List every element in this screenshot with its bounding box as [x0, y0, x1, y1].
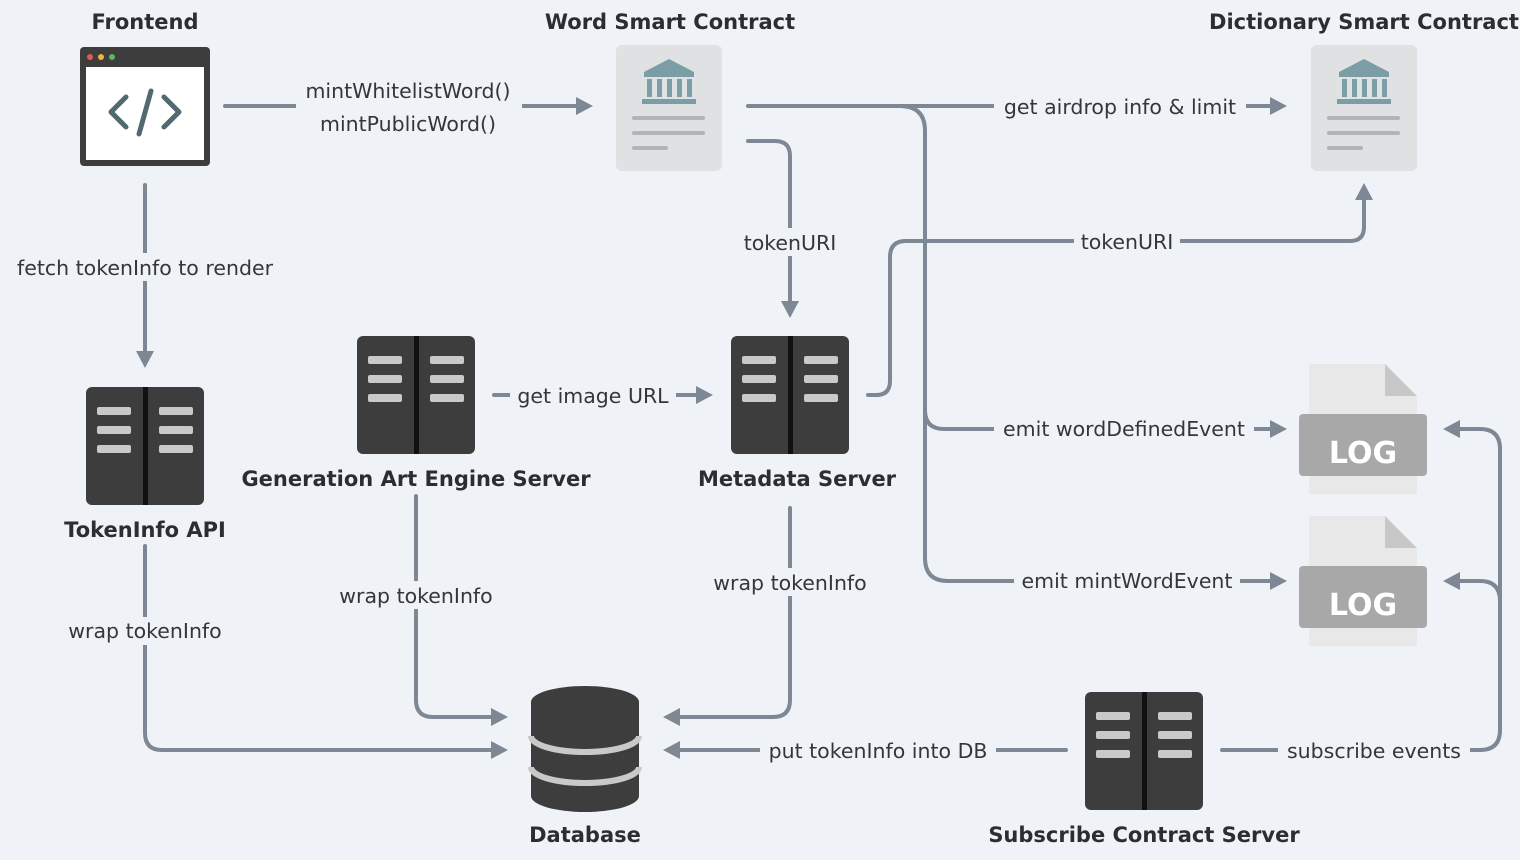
metadata-server-title: Metadata Server: [698, 467, 897, 491]
arrowhead: [576, 97, 593, 115]
label-mint-public: mintPublicWord(): [320, 112, 496, 136]
label-wrap-tokeninfo-api: wrap tokenInfo: [68, 619, 221, 643]
arrowhead: [491, 708, 508, 726]
arrowhead: [136, 351, 154, 368]
edge-tokeninfo-api-to-database: [143, 544, 497, 752]
edge-subscribe-to-logs: [1220, 427, 1502, 752]
log-file-icon: [1299, 516, 1427, 646]
arrowhead: [1355, 183, 1373, 200]
arrowhead: [491, 741, 508, 759]
database-title: Database: [529, 823, 641, 847]
node-metadata-server: Metadata Server: [698, 336, 897, 491]
tokeninfo-api-title: TokenInfo API: [64, 518, 226, 542]
arrowhead: [1270, 420, 1287, 438]
edge-metadata-to-dictionary: [866, 194, 1366, 397]
label-token-uri-dict: tokenURI: [1081, 230, 1174, 254]
server-icon: [1085, 692, 1203, 810]
subscribe-server-title: Subscribe Contract Server: [988, 823, 1300, 847]
label-airdrop: get airdrop info & limit: [1004, 95, 1236, 119]
log-label: LOG: [1329, 436, 1397, 471]
label-wrap-tokeninfo-metadata: wrap tokenInfo: [713, 571, 866, 595]
label-emit-mint-word: emit mintWordEvent: [1022, 569, 1233, 593]
node-art-engine: Generation Art Engine Server: [241, 336, 591, 491]
arrowhead: [663, 741, 680, 759]
contract-icon: [1311, 45, 1417, 171]
label-wrap-tokeninfo-art: wrap tokenInfo: [339, 584, 492, 608]
arrowhead: [1270, 97, 1287, 115]
log-file-icon: [1299, 364, 1427, 494]
arrowhead: [781, 301, 799, 318]
label-mint-whitelist: mintWhitelistWord(): [305, 79, 510, 103]
node-database: Database: [528, 686, 642, 847]
dictionary-contract-title: Dictionary Smart Contract: [1209, 10, 1519, 34]
node-word-contract: Word Smart Contract: [545, 10, 795, 171]
label-emit-word-defined: emit wordDefinedEvent: [1003, 417, 1245, 441]
node-subscribe-server: Subscribe Contract Server: [988, 692, 1300, 847]
log-label: LOG: [1329, 588, 1397, 623]
node-log-mint-word: LOG: [1299, 516, 1427, 646]
label-put-tokeninfo: put tokenInfo into DB: [769, 739, 988, 763]
contract-icon: [616, 45, 722, 171]
label-subscribe-events: subscribe events: [1287, 739, 1461, 763]
frontend-title: Frontend: [92, 10, 199, 34]
arrowhead: [1443, 572, 1460, 590]
edge-word-contract-to-metadata: [746, 139, 792, 307]
label-fetch-tokeninfo: fetch tokenInfo to render: [17, 256, 274, 280]
arrowhead: [1270, 572, 1287, 590]
node-frontend: Frontend: [80, 10, 210, 166]
edge-metadata-to-database: [674, 506, 792, 719]
server-icon: [731, 336, 849, 454]
label-token-uri-word: tokenURI: [744, 231, 837, 255]
label-get-image-url: get image URL: [517, 384, 669, 408]
server-icon: [357, 336, 475, 454]
server-icon: [86, 387, 204, 505]
arrowhead: [663, 708, 680, 726]
database-icon: [528, 686, 642, 812]
edge-art-engine-to-database: [414, 494, 497, 719]
code-window-icon: [80, 47, 210, 166]
edge-labels: mintWhitelistWord() mintPublicWord() get…: [8, 74, 1470, 764]
art-engine-title: Generation Art Engine Server: [241, 467, 591, 491]
arrowhead: [696, 386, 713, 404]
word-contract-title: Word Smart Contract: [545, 10, 795, 34]
edge-word-contract-events: [898, 104, 1276, 583]
arrowhead: [1443, 420, 1460, 438]
node-log-word-defined: LOG: [1299, 364, 1427, 494]
node-dictionary-contract: Dictionary Smart Contract: [1209, 10, 1519, 171]
node-tokeninfo-api: TokenInfo API: [64, 387, 226, 542]
